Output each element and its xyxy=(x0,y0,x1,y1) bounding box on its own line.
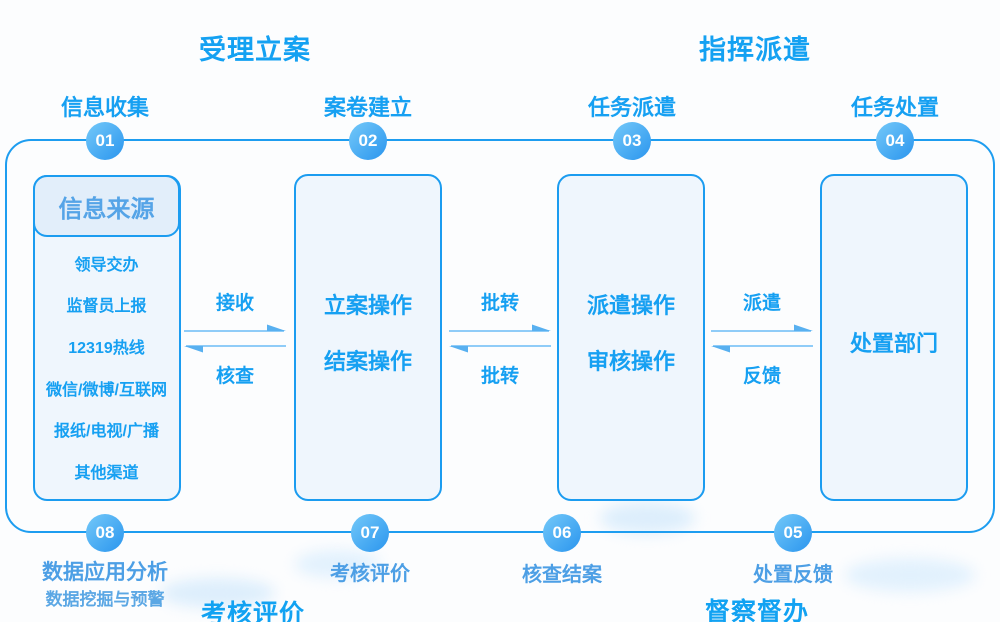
flow-label-receive: 接收 xyxy=(215,293,254,314)
flow-label-forward-1: 批转 xyxy=(480,293,519,314)
step-circle-04: 04 xyxy=(876,122,914,160)
stage-label-task-handle: 任务处置 xyxy=(850,95,939,120)
step-circle-05: 05 xyxy=(774,514,812,552)
flow-label-verify: 核查 xyxy=(215,366,254,387)
section-header-accept-filing: 受理立案 xyxy=(199,35,311,65)
bottom-label-verify-close: 核查结案 xyxy=(522,564,602,586)
audit-line: 审核操作 xyxy=(586,349,675,374)
stage-label-info-collect: 信息收集 xyxy=(60,95,149,120)
workflow-frame xyxy=(5,139,995,533)
source-item-supervisor: 监督员上报 xyxy=(66,298,147,316)
decor-blob xyxy=(160,578,275,608)
decor-blob xyxy=(600,502,695,534)
bottom-label-assessment: 考核评价 xyxy=(330,563,410,585)
case-open-line: 立案操作 xyxy=(323,293,412,318)
decor-blob xyxy=(295,550,380,578)
source-item-other: 其他渠道 xyxy=(74,465,139,483)
double-arrow-icon xyxy=(711,324,813,353)
source-item-social: 微信/微博/互联网 xyxy=(46,381,167,399)
flow-label-dispatch: 派遣 xyxy=(742,293,781,314)
bottom-sublabel-data-mining: 数据挖掘与预警 xyxy=(45,590,165,609)
source-item-leader: 领导交办 xyxy=(74,256,139,274)
decor-blob xyxy=(845,558,975,592)
case-close-line: 结案操作 xyxy=(323,349,412,374)
handle-department-line: 处置部门 xyxy=(849,331,938,356)
handle-department-box xyxy=(820,174,968,501)
step-circle-01: 01 xyxy=(86,122,124,160)
section-header-assessment: 考核评价 xyxy=(200,600,305,622)
section-header-command-dispatch: 指挥派遣 xyxy=(699,35,811,65)
step-circle-02: 02 xyxy=(349,122,387,160)
bottom-label-handle-feedback: 处置反馈 xyxy=(753,564,833,586)
double-arrow-icon xyxy=(449,324,551,353)
stage-label-case-create: 案卷建立 xyxy=(323,95,412,120)
info-source-header: 信息来源 xyxy=(33,175,180,237)
dispatch-operation-box xyxy=(557,174,705,501)
dispatch-line: 派遣操作 xyxy=(586,293,675,318)
bottom-label-data-analysis: 数据应用分析 xyxy=(42,561,168,584)
double-arrow-icon xyxy=(184,324,286,353)
step-circle-03: 03 xyxy=(613,122,651,160)
flow-label-forward-2: 批转 xyxy=(480,366,519,387)
step-circle-08: 08 xyxy=(86,514,124,552)
info-source-list: 领导交办 监督员上报 12319热线 微信/微博/互联网 报纸/电视/广播 其他… xyxy=(34,242,179,492)
case-operation-box xyxy=(294,174,442,501)
source-item-media: 报纸/电视/广播 xyxy=(54,423,159,441)
stage-label-task-dispatch: 任务派遣 xyxy=(587,95,676,120)
step-circle-06: 06 xyxy=(543,514,581,552)
step-circle-07: 07 xyxy=(351,514,389,552)
section-header-supervision: 督察督办 xyxy=(704,598,809,622)
flow-label-feedback: 反馈 xyxy=(742,366,781,387)
source-item-hotline: 12319热线 xyxy=(68,340,145,358)
